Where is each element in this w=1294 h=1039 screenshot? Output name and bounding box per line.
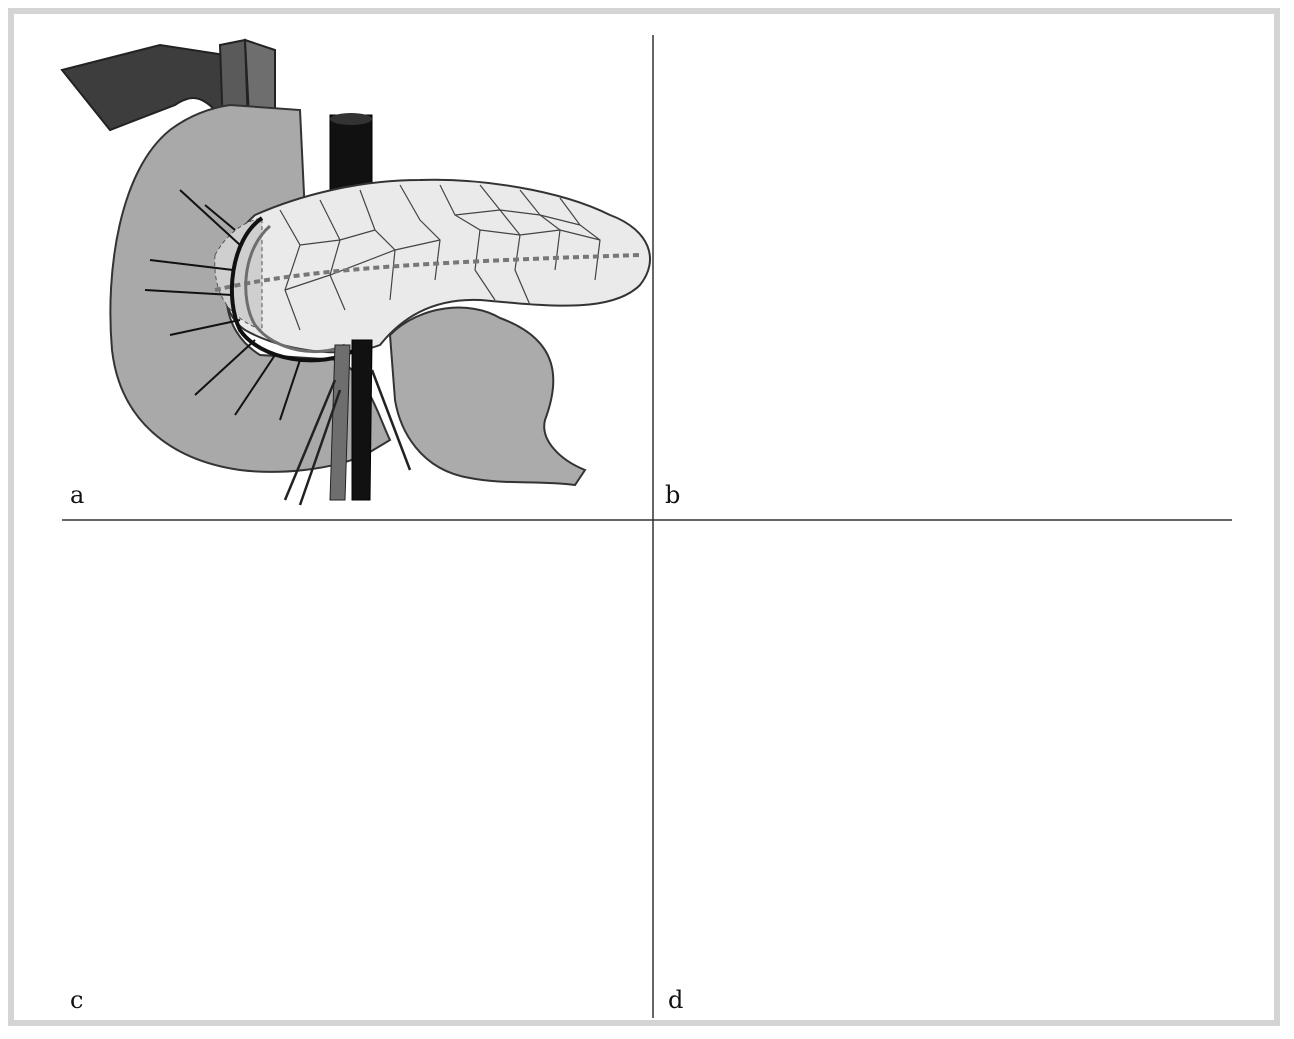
panel-a	[62, 40, 650, 505]
panel-label-a: a	[70, 483, 84, 507]
panel-label-b: b	[665, 483, 680, 507]
panel-label-c: c	[70, 988, 83, 1012]
jejunum-loop	[390, 308, 585, 485]
superior-mesenteric-artery	[352, 340, 372, 500]
panel-label-d: d	[668, 988, 683, 1012]
aorta-top	[330, 115, 372, 190]
